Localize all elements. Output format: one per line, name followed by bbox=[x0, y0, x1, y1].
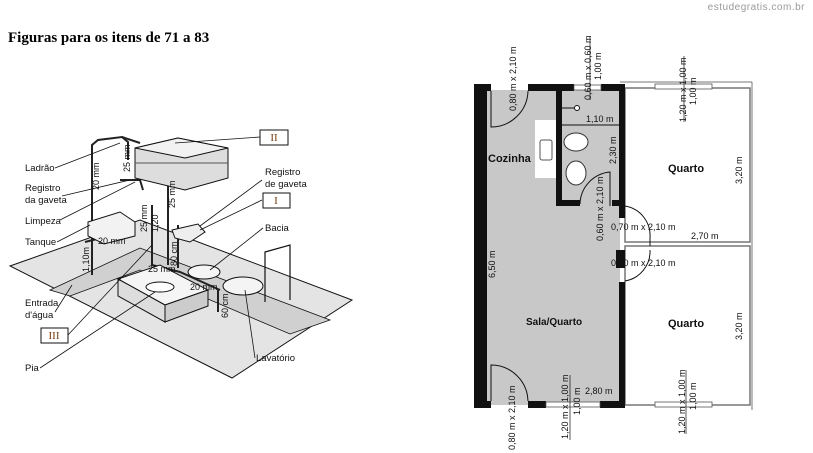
dim-bath-width: 1,10 m bbox=[586, 114, 614, 124]
watermark: estudegratis.com.br bbox=[707, 2, 805, 13]
dim-label: 20 mm bbox=[91, 162, 101, 190]
dim-window-bottom-right-b: 1,00 m bbox=[688, 382, 698, 410]
dim-window-bottom-mid: 1,20 m x 1,00 m bbox=[560, 374, 570, 439]
label-lavatorio: Lavatório bbox=[256, 353, 295, 364]
label-registro-da-gaveta: Registro bbox=[25, 183, 60, 194]
door-swings bbox=[490, 90, 651, 402]
leader-lines bbox=[39, 136, 264, 369]
windows bbox=[545, 83, 713, 408]
label-pia: Pia bbox=[25, 363, 39, 374]
room-cozinha: Cozinha bbox=[488, 153, 532, 165]
dim-label: 25 mm bbox=[148, 264, 176, 274]
quarto-room-bottom bbox=[624, 245, 751, 406]
room-quarto-top: Quarto bbox=[668, 163, 704, 175]
dim-room2-height: 3,20 m bbox=[734, 312, 744, 340]
toilet-icon bbox=[563, 132, 589, 152]
dim-room-width: 2,70 m bbox=[691, 231, 719, 241]
dim-label: 1,10m bbox=[81, 247, 91, 272]
dim-door-room1: 0,70 m x 2,10 m bbox=[611, 222, 676, 232]
dim-window-bottom-right: 1,20 m x 1,00 m bbox=[677, 369, 687, 434]
dim-sala-width: 2,80 m bbox=[585, 386, 613, 396]
dim-label: 25 mm bbox=[139, 204, 149, 232]
dim-label: 60 cm bbox=[220, 293, 230, 318]
label-entrada-2: d'água bbox=[25, 310, 54, 321]
door-frame bbox=[264, 244, 291, 302]
page-title: Figuras para os itens de 71 a 83 bbox=[8, 30, 210, 46]
dim-label: 1,20 bbox=[150, 214, 160, 232]
dim-window-bath-b: 1,00 m bbox=[593, 52, 603, 80]
label-ladrao: Ladrão bbox=[25, 163, 55, 174]
svg-text:I: I bbox=[274, 195, 278, 207]
label-limpeza: Limpeza bbox=[25, 216, 62, 227]
dim-door-room2: 0,70 m x 2,10 m bbox=[611, 258, 676, 268]
kitchen-sink-icon bbox=[539, 139, 553, 161]
dim-window-bath: 0,60 m x 0,60 m bbox=[583, 35, 593, 100]
label-bacia: Bacia bbox=[265, 223, 289, 234]
marker-III: III bbox=[40, 327, 69, 344]
water-tank bbox=[134, 137, 229, 191]
laundry-sink bbox=[87, 211, 136, 245]
label-entrada: Entrada bbox=[25, 298, 59, 309]
dim-door-top-left: 0,80 m x 2,10 m bbox=[508, 46, 518, 111]
label-registro-da-gaveta-2: da gaveta bbox=[25, 195, 67, 206]
quarto-room-top bbox=[624, 87, 751, 243]
pipes bbox=[84, 135, 221, 312]
washbasin bbox=[222, 276, 264, 296]
svg-text:III: III bbox=[49, 330, 60, 342]
label-registro-de-gaveta-2: de gaveta bbox=[265, 179, 307, 190]
dim-label: 80 cm bbox=[169, 241, 179, 266]
dim-label: 25 mm bbox=[122, 144, 132, 172]
dim-label: 25 mm bbox=[167, 180, 177, 208]
dim-label: 20 mm bbox=[190, 282, 218, 292]
walls bbox=[474, 84, 625, 408]
dim-door-bottom-left: 0,80 m x 2,10 m bbox=[507, 385, 517, 450]
dim-total-height: 6,50 m bbox=[487, 250, 497, 278]
dim-label: 20 mm bbox=[98, 236, 126, 246]
dim-window-top-right: 1,20 m x 1,00 m bbox=[678, 57, 688, 122]
bath-sink-icon bbox=[565, 160, 587, 186]
label-registro-de-gaveta: Registro bbox=[265, 167, 300, 178]
registro-basin bbox=[171, 223, 206, 243]
dim-bath-height: 2,30 m bbox=[608, 136, 618, 164]
marker-II: II bbox=[259, 129, 289, 146]
room-sala-quarto: Sala/Quarto bbox=[526, 317, 582, 328]
dim-door-bath: 0,60 m x 2,10 m bbox=[595, 176, 605, 241]
dim-window-top-right-b: 1,00 m bbox=[688, 77, 698, 105]
dim-room1-height: 3,20 m bbox=[734, 156, 744, 184]
marker-I: I bbox=[262, 192, 291, 209]
room-quarto-bottom: Quarto bbox=[668, 318, 704, 330]
svg-text:II: II bbox=[270, 132, 278, 144]
label-tanque: Tanque bbox=[25, 237, 56, 248]
dim-window-bottom-mid-b: 1,00 m bbox=[572, 387, 582, 415]
